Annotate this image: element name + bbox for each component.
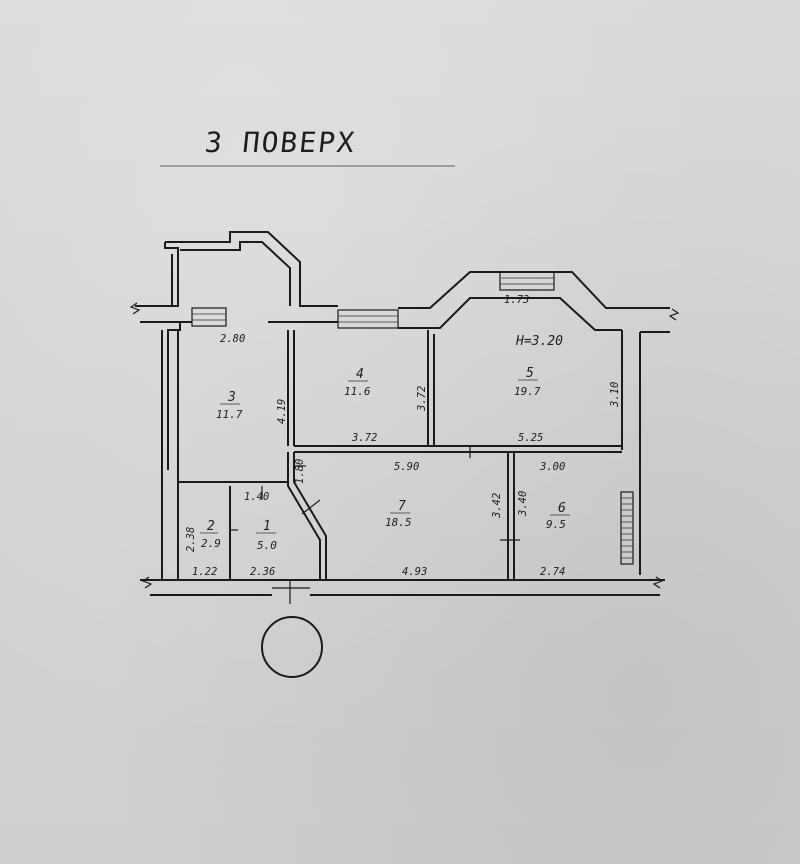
room-number-5: 5 (526, 366, 534, 381)
dimension-3-72-horizontal: 3.72 (351, 432, 377, 444)
wall-break-marks (129, 302, 680, 589)
room-labels: 3 11.7 4 11.6 5 19.7 7 18.5 6 9.5 2 2.9 … (200, 334, 570, 552)
dimension-2-74: 2.74 (540, 566, 565, 578)
room-number-3: 3 (227, 390, 236, 405)
dimension-1-73: 1.73 (504, 294, 529, 306)
interior-walls (178, 330, 622, 580)
windows (191, 271, 555, 329)
room-number-4: 4 (356, 367, 364, 382)
room-number-1: 1 (263, 519, 271, 534)
dimension-2-38: 2.38 (185, 527, 197, 552)
ceiling-height-label: H=3.20 (515, 334, 563, 349)
room-area-2: 2.9 (201, 537, 221, 550)
dimension-5-90: 5.90 (394, 461, 419, 473)
radiator (620, 491, 634, 565)
dimension-3-00: 3.00 (539, 461, 565, 473)
dimension-3-72-vertical: 3.72 (416, 386, 428, 412)
room-number-2: 2 (207, 519, 215, 534)
dimension-4-19: 4.19 (276, 399, 288, 424)
room-area-3: 11.7 (216, 408, 243, 421)
outer-walls (135, 231, 670, 596)
dimension-4-93: 4.93 (402, 566, 427, 578)
room-area-6: 9.5 (546, 518, 566, 531)
room-number-7: 7 (398, 499, 406, 514)
door-markers (230, 446, 520, 604)
dimension-3-10: 3.10 (609, 382, 621, 408)
dimension-labels: 2.80 1.73 4.19 3.72 3.10 3.72 5.25 5.90 … (185, 294, 621, 578)
orientation-circle (261, 616, 323, 678)
dimension-2-36: 2.36 (250, 566, 275, 578)
dimension-5-25: 5.25 (518, 432, 543, 444)
dimension-1-40: 1.40 (244, 491, 269, 503)
room-area-7: 18.5 (385, 516, 412, 529)
room-area-4: 11.6 (344, 385, 371, 398)
dimension-3-42: 3.42 (491, 493, 503, 519)
room-area-1: 5.0 (257, 539, 277, 552)
room-area-5: 19.7 (514, 385, 541, 398)
room-number-6: 6 (558, 501, 566, 516)
dimension-3-40: 3.40 (517, 491, 529, 517)
dimension-2-80: 2.80 (220, 333, 245, 345)
dimension-1-22: 1.22 (192, 566, 217, 578)
dimension-1-80: 1.80 (294, 459, 306, 484)
